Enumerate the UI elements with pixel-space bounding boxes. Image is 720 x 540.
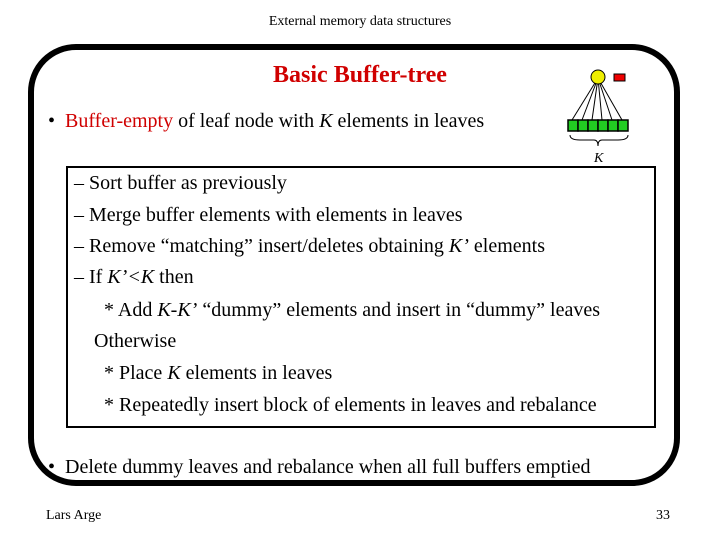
tree-brace bbox=[569, 134, 629, 147]
step-text: – If bbox=[74, 266, 108, 288]
step-text: elements in leaves bbox=[180, 362, 333, 384]
step-text: * Add bbox=[104, 299, 158, 321]
bullet-delete-dummy: • Delete dummy leaves and rebalance when … bbox=[48, 456, 591, 479]
header-title: External memory data structures bbox=[268, 14, 452, 29]
step-line-5: * Add K-K’ “dummy” elements and insert i… bbox=[104, 299, 600, 322]
step-line-2: – Merge buffer elements with elements in… bbox=[74, 204, 463, 226]
bullet-marker: • bbox=[48, 110, 56, 132]
footer-page-number: 33 bbox=[656, 508, 670, 523]
step-text: – Remove “matching” insert/deletes obtai… bbox=[74, 235, 449, 257]
bullet-highlight: Buffer-empty bbox=[65, 110, 174, 132]
step-line-6: Otherwise bbox=[94, 330, 177, 352]
bullet-text: of leaf node with bbox=[173, 110, 320, 132]
steps-box bbox=[66, 166, 656, 428]
buffer-tree-diagram: K bbox=[567, 69, 629, 166]
step-var: K’ bbox=[448, 235, 469, 257]
bullet-buffer-empty: • Buffer-empty of leaf node with K elemen… bbox=[48, 110, 484, 133]
tree-leaves bbox=[567, 119, 629, 132]
bullet-var: K bbox=[319, 110, 333, 132]
slide-title: Basic Buffer-tree bbox=[273, 62, 447, 88]
tree-buffer-block bbox=[613, 73, 626, 82]
tree-k-label: K bbox=[593, 151, 604, 166]
step-var: K-K’ bbox=[157, 299, 198, 321]
step-text: * Place bbox=[104, 362, 168, 384]
step-text: elements bbox=[468, 235, 545, 257]
step-var: K bbox=[167, 362, 181, 384]
tree-root-node bbox=[590, 69, 606, 85]
step-line-4: – If K’<K then bbox=[74, 266, 194, 289]
step-text: “dummy” elements and insert in “dummy” l… bbox=[197, 299, 600, 321]
step-line-7: * Place K elements in leaves bbox=[104, 362, 332, 385]
bullet-text: elements in leaves bbox=[332, 110, 485, 132]
step-line-1: – Sort buffer as previously bbox=[74, 172, 287, 194]
bullet-marker: • bbox=[48, 456, 56, 478]
footer-author: Lars Arge bbox=[46, 508, 102, 523]
step-text: then bbox=[154, 266, 194, 288]
slide-frame bbox=[28, 44, 680, 486]
step-var: K’<K bbox=[107, 266, 155, 288]
step-line-3: – Remove “matching” insert/deletes obtai… bbox=[74, 235, 545, 258]
bullet-text: Delete dummy leaves and rebalance when a… bbox=[65, 456, 591, 478]
step-line-8: * Repeatedly insert block of elements in… bbox=[104, 394, 597, 416]
